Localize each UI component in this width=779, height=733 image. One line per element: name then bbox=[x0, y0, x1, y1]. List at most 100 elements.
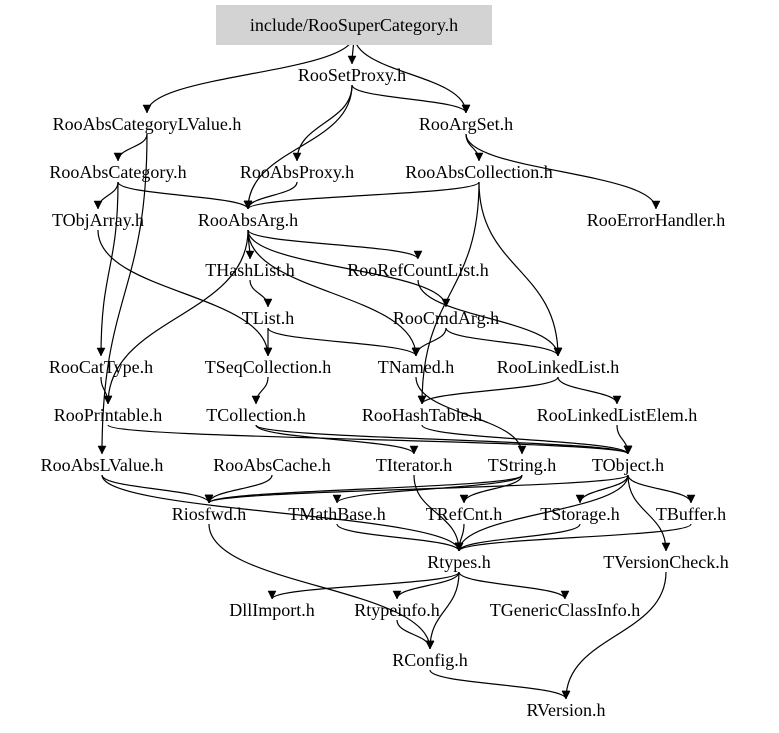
arrowhead-ras-to-reh bbox=[651, 200, 661, 210]
arrowhead-tobject-to-riosfwd bbox=[204, 494, 214, 504]
node-roosetproxy-h[interactable]: RooSetProxy.h bbox=[297, 65, 407, 85]
node-tcollection-h[interactable]: TCollection.h bbox=[206, 405, 306, 425]
edge-rsp-to-raa bbox=[247, 84, 353, 210]
edge-rac-to-toa bbox=[97, 181, 119, 210]
edge-rtypes-to-tgci bbox=[458, 571, 566, 600]
edge-rtypes-to-dll bbox=[271, 571, 460, 600]
arrowhead-tbuffer-to-rtypes bbox=[454, 542, 464, 552]
edge-rprint-to-tobject bbox=[107, 424, 629, 455]
edge-rtypes-to-rconfig bbox=[429, 571, 460, 650]
node-roolinkedlistelem-h[interactable]: RooLinkedListElem.h bbox=[536, 405, 698, 425]
node-tstring-h[interactable]: TString.h bbox=[487, 455, 557, 475]
node-tobjarray-h[interactable]: TObjArray.h bbox=[52, 210, 144, 230]
edge-tobject-to-riosfwd bbox=[208, 474, 629, 504]
node-roorefcountlist-h[interactable]: RooRefCountList.h bbox=[347, 260, 489, 280]
edge-rca-to-rll bbox=[445, 327, 559, 357]
node-rooerrorhandler-h[interactable]: RooErrorHandler.h bbox=[586, 210, 726, 230]
edge-tvc-to-rversion bbox=[565, 571, 667, 700]
arrowhead-rac-to-toa bbox=[93, 200, 103, 210]
node-tbuffer-h[interactable]: TBuffer.h bbox=[655, 504, 727, 524]
arrowhead-rll-to-rlle bbox=[612, 395, 622, 405]
node-tseqcollection-h[interactable]: TSeqCollection.h bbox=[204, 357, 332, 377]
arrowhead-rca-to-rll bbox=[553, 347, 563, 357]
edge-rca-to-tnamed bbox=[415, 327, 447, 357]
arrowhead-tobject-to-tbuffer bbox=[686, 494, 696, 504]
edge-thl-to-tlist bbox=[249, 279, 269, 308]
arrowhead-root-to-rsp bbox=[347, 55, 357, 65]
node-tstorage-h[interactable]: TStorage.h bbox=[540, 504, 620, 524]
node-roocmdarg-h[interactable]: RooCmdArg.h bbox=[392, 308, 500, 328]
arrowhead-rtinfo-to-rconfig bbox=[425, 640, 435, 650]
node-trefcnt-h[interactable]: TRefCnt.h bbox=[425, 504, 503, 524]
arrowhead-tseq-to-tcoll bbox=[251, 395, 261, 405]
edge-raa-to-rrcl bbox=[247, 229, 419, 260]
node-rooabscache-h[interactable]: RooAbsCache.h bbox=[213, 455, 331, 475]
edge-rht-to-tobject bbox=[421, 424, 629, 455]
node-rtypes-h[interactable]: Rtypes.h bbox=[427, 552, 491, 572]
node-tgenericclassinfo-h[interactable]: TGenericClassInfo.h bbox=[489, 600, 641, 620]
arrowhead-rct-to-rprint bbox=[103, 395, 113, 405]
edge-racoll-to-rll bbox=[478, 181, 559, 357]
arrowhead-root-to-racl bbox=[142, 104, 152, 114]
arrowhead-thl-to-tlist bbox=[263, 298, 273, 308]
node-tnamed-h[interactable]: TNamed.h bbox=[377, 357, 455, 377]
arrowhead-tstring-to-tmath bbox=[332, 494, 342, 504]
node-rooargset-h[interactable]: RooArgSet.h bbox=[418, 114, 514, 134]
arrowhead-ras-to-racoll bbox=[474, 152, 484, 162]
node-rooprintable-h[interactable]: RooPrintable.h bbox=[53, 405, 163, 425]
edge-ralv-to-riosfwd bbox=[101, 474, 210, 504]
node-rooabscategory-h[interactable]: RooAbsCategory.h bbox=[49, 162, 187, 182]
edge-tstring-to-riosfwd bbox=[208, 474, 523, 504]
node-roolinkedlist-h[interactable]: RooLinkedList.h bbox=[496, 357, 620, 377]
arrowhead-rca-to-tnamed bbox=[411, 347, 421, 357]
edge-tobject-to-rtypes bbox=[458, 474, 629, 552]
edge-tobject-to-tbuffer bbox=[627, 474, 692, 504]
node-rooabslvalue-h[interactable]: RooAbsLValue.h bbox=[40, 455, 164, 475]
arrowhead-rtypes-to-tgci bbox=[560, 590, 570, 600]
node-tobject-h[interactable]: TObject.h bbox=[591, 455, 665, 475]
node-rooabscategorylvalue-h[interactable]: RooAbsCategoryLValue.h bbox=[52, 114, 242, 134]
arrowhead-raa-to-rrcl bbox=[413, 250, 423, 260]
edge-rrcl-to-rll bbox=[417, 279, 559, 357]
arrowhead-rac-to-rct bbox=[96, 347, 106, 357]
edge-racl-to-ralv bbox=[101, 133, 148, 455]
edge-tlist-to-tnamed bbox=[267, 327, 417, 357]
edge-rac-to-rct bbox=[100, 181, 119, 357]
node-tlist-h[interactable]: TList.h bbox=[241, 308, 295, 328]
arrowhead-tstring-to-trefcnt bbox=[459, 494, 469, 504]
node-rversion-h[interactable]: RVersion.h bbox=[526, 700, 606, 720]
edge-tobject-to-tstorage bbox=[579, 474, 629, 504]
node-rooabsproxy-h[interactable]: RooAbsProxy.h bbox=[239, 162, 355, 182]
node-thashlist-h[interactable]: THashList.h bbox=[205, 260, 295, 280]
edge-toa-to-tseq bbox=[97, 229, 269, 357]
edge-tobject-to-tvc bbox=[627, 474, 667, 552]
node-rooabsarg-h[interactable]: RooAbsArg.h bbox=[197, 210, 299, 230]
node-tmathbase-h[interactable]: TMathBase.h bbox=[288, 504, 386, 524]
node-rtypeinfo-h[interactable]: Rtypeinfo.h bbox=[354, 600, 440, 620]
edge-rsp-to-ras bbox=[351, 84, 467, 114]
edge-rac-to-raa bbox=[117, 181, 249, 210]
node-rconfig-h[interactable]: RConfig.h bbox=[392, 650, 468, 670]
arrowhead-tcoll-to-titer bbox=[409, 445, 419, 455]
edge-racl-to-rac bbox=[117, 133, 148, 162]
edge-tmath-to-rtypes bbox=[336, 523, 460, 552]
node-roocattype-h[interactable]: RooCatType.h bbox=[48, 357, 154, 377]
node-tversioncheck-h[interactable]: TVersionCheck.h bbox=[603, 552, 729, 572]
arrowhead-raa-to-thl bbox=[245, 250, 255, 260]
edge-rsp-to-rap bbox=[296, 84, 353, 162]
edge-racoll-to-rht bbox=[421, 181, 480, 405]
edge-rtypes-to-rtinfo bbox=[396, 571, 460, 600]
arrowhead-raa-to-rca bbox=[441, 298, 451, 308]
arrowhead-rsp-to-rap bbox=[292, 152, 302, 162]
node-riosfwd-h[interactable]: Riosfwd.h bbox=[171, 504, 247, 524]
node-include-roosupercategory-h[interactable]: include/RooSuperCategory.h bbox=[249, 15, 459, 35]
node-roohashtable-h[interactable]: RooHashTable.h bbox=[361, 405, 483, 425]
node-titerator-h[interactable]: TIterator.h bbox=[375, 455, 453, 475]
edge-tnamed-to-tstring bbox=[415, 376, 523, 455]
edge-ralv-to-rtypes bbox=[101, 474, 460, 552]
edge-ras-to-reh bbox=[465, 133, 657, 210]
node-rooabscollection-h[interactable]: RooAbsCollection.h bbox=[405, 162, 553, 182]
node-dllimport-h[interactable]: DllImport.h bbox=[229, 600, 315, 620]
edge-tbuffer-to-rtypes bbox=[458, 523, 692, 552]
arrowhead-rconfig-to-rversion bbox=[561, 690, 571, 700]
